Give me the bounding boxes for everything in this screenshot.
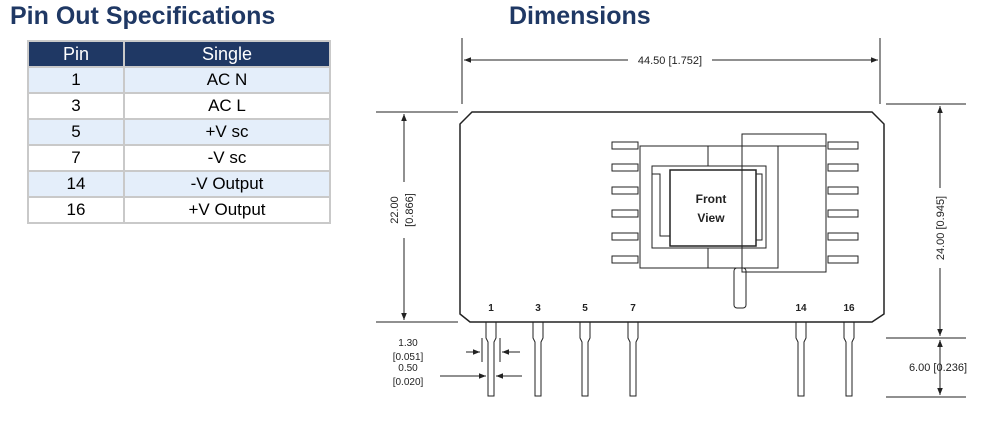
left-tab (611, 186, 639, 195)
pin-7 (627, 322, 639, 397)
front-view-window (669, 169, 757, 247)
pin-cell: 16 (27, 196, 125, 224)
pin-16 (843, 322, 855, 397)
right-tab (827, 163, 859, 172)
single-cell: +V sc (123, 118, 331, 146)
pin-5 (579, 322, 591, 397)
module-outline (459, 111, 885, 323)
table-row: 5 +V sc (27, 118, 331, 146)
left-tab (611, 232, 639, 241)
single-cell: -V sc (123, 144, 331, 172)
single-cell: +V Output (123, 196, 331, 224)
left-height-mm-label: 22.00 (389, 196, 401, 224)
center-pin (733, 267, 747, 309)
table-row: 14 -V Output (27, 170, 331, 198)
dimensions-title: Dimensions (509, 2, 651, 30)
pin-cell: 14 (27, 170, 125, 198)
single-cell: AC L (123, 92, 331, 120)
pin-width-in-label: [0.020] (393, 377, 424, 388)
pin-label-14: 14 (795, 303, 807, 314)
pin-label-5: 5 (582, 303, 588, 314)
front-view-label-line1: Front (696, 192, 727, 206)
pin-label-3: 3 (535, 303, 541, 314)
table-row: 16 +V Output (27, 196, 331, 224)
coil-detail-left (652, 173, 670, 237)
single-cell: AC N (123, 66, 331, 94)
pin-label-7: 7 (630, 303, 636, 314)
pin-3 (532, 322, 544, 397)
pin-spacing-in-label: [0.051] (393, 352, 424, 363)
right-tab (827, 232, 859, 241)
pin-length-label: 6.00 [0.236] (909, 362, 967, 374)
pin-14 (795, 322, 807, 397)
right-tab (827, 141, 859, 150)
pin-label-16: 16 (843, 303, 855, 314)
pin-label-1: 1 (488, 303, 494, 314)
right-tab (827, 209, 859, 218)
transformer-frame-outer (639, 145, 779, 269)
pin-spacing-mm-label: 1.30 (398, 338, 418, 349)
left-tab (611, 209, 639, 218)
pin-table: Pin Single 1 AC N 3 AC L 5 +V sc 7 -V sc… (27, 40, 331, 224)
table-row: 7 -V sc (27, 144, 331, 172)
header-single: Single (123, 40, 331, 68)
pin-width-mm-label: 0.50 (398, 363, 418, 374)
table-row: 3 AC L (27, 92, 331, 120)
right-tab (827, 255, 859, 264)
pin-cell: 7 (27, 144, 125, 172)
right-tab (827, 186, 859, 195)
pin-cell: 5 (27, 118, 125, 146)
width-dimension-label: 44.50 [1.752] (638, 55, 702, 67)
left-height-in-label: [0.866] (404, 193, 416, 227)
header-pin: Pin (27, 40, 125, 68)
left-tab (611, 141, 639, 150)
pin-cell: 1 (27, 66, 125, 94)
coil-detail-right (756, 173, 763, 241)
front-view-label-line2: View (697, 211, 725, 225)
pin-table-header: Pin Single (27, 40, 331, 68)
transformer-frame-inner (651, 165, 767, 249)
bobbin-outline (741, 133, 827, 273)
left-tab (611, 255, 639, 264)
left-tab (611, 163, 639, 172)
pin-1 (485, 322, 497, 397)
table-row: 1 AC N (27, 66, 331, 94)
single-cell: -V Output (123, 170, 331, 198)
pin-cell: 3 (27, 92, 125, 120)
pin-out-title: Pin Out Specifications (10, 2, 276, 30)
right-height-label: 24.00 [0.945] (935, 196, 947, 260)
